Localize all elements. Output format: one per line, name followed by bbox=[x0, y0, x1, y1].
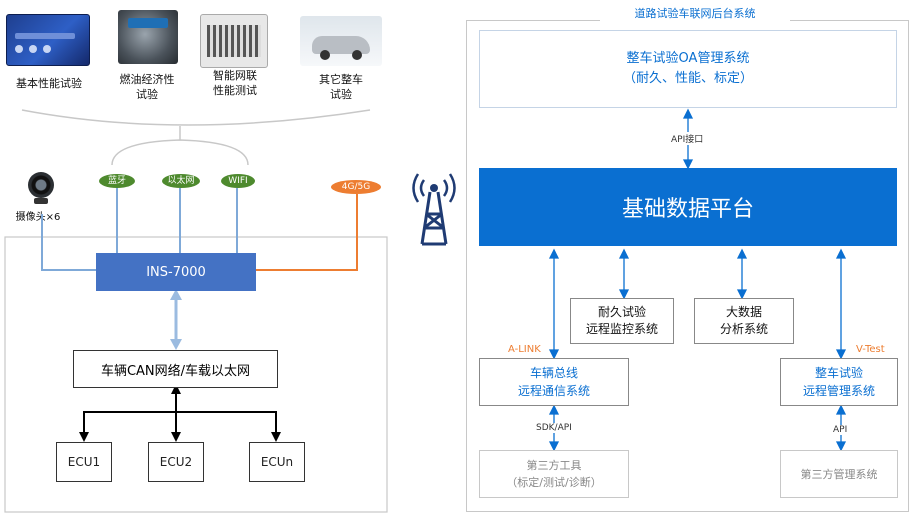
remote-mgmt-box: 整车试验 远程管理系统 bbox=[780, 358, 898, 406]
ecu-box: ECU1 bbox=[56, 442, 112, 482]
camera-icon bbox=[26, 172, 56, 206]
ecu-box: ECU2 bbox=[148, 442, 204, 482]
vehicle-image bbox=[300, 16, 382, 66]
can-network-box: 车辆CAN网络/车载以太网 bbox=[73, 350, 278, 388]
chassis-rack-image bbox=[200, 14, 268, 68]
ins-device-box: INS-7000 bbox=[96, 253, 256, 291]
bluetooth-tag: 蓝牙 bbox=[99, 174, 135, 188]
camera-label: 摄像头×6 bbox=[15, 212, 61, 223]
cellular-tag: 4G/5G bbox=[331, 180, 381, 194]
right-panel-title: 道路试验车联网后台系统 bbox=[600, 5, 790, 21]
thirdparty-mgmt-box: 第三方管理系统 bbox=[780, 450, 898, 498]
test-device-image bbox=[6, 14, 90, 66]
item-label: 基本性能试验 bbox=[16, 77, 82, 90]
oa-subtitle: （耐久、性能、标定） bbox=[622, 71, 753, 86]
oa-title: 整车试验OA管理系统 bbox=[626, 51, 750, 66]
engine-image bbox=[118, 10, 178, 64]
bus-comm-box: 车辆总线 远程通信系统 bbox=[479, 358, 629, 406]
antenna-tower-icon bbox=[412, 173, 456, 246]
api-interface-label: API接口 bbox=[669, 132, 706, 145]
oa-system-box: 整车试验OA管理系统 （耐久、性能、标定） bbox=[479, 30, 897, 108]
alink-label: A-LINK bbox=[508, 344, 541, 355]
item-label: 智能网联 性能测试 bbox=[213, 69, 257, 97]
item-label: 燃油经济性 试验 bbox=[119, 73, 175, 101]
thirdparty-tools-box: 第三方工具 （标定/测试/诊断） bbox=[479, 450, 629, 498]
item-label: 其它整车 试验 bbox=[319, 73, 363, 101]
vtest-label: V-Test bbox=[856, 344, 885, 355]
wifi-tag: WIFI bbox=[221, 174, 255, 188]
ecu-box: ECUn bbox=[249, 442, 305, 482]
sdk-api-label: SDK/API bbox=[534, 423, 574, 433]
data-platform-box: 基础数据平台 bbox=[479, 168, 897, 246]
bigdata-analysis-box: 大数据 分析系统 bbox=[694, 298, 794, 344]
ethernet-tag: 以太网 bbox=[162, 174, 200, 188]
api-label: API bbox=[831, 425, 850, 435]
durability-monitor-box: 耐久试验 远程监控系统 bbox=[570, 298, 674, 344]
